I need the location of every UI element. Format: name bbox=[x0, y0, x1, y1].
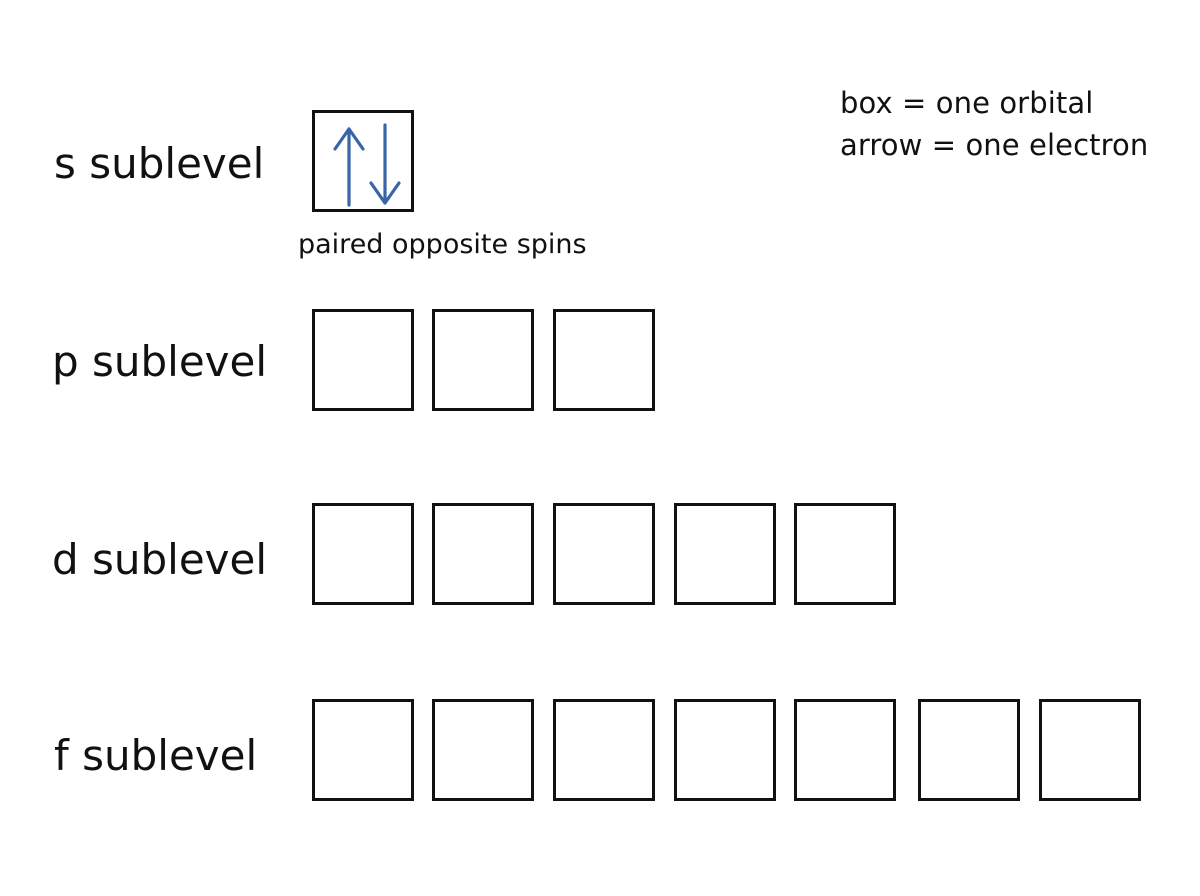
orbital-box bbox=[312, 309, 414, 411]
orbital-box bbox=[1039, 699, 1141, 801]
sublevel-label: p sublevel bbox=[52, 337, 268, 386]
sublevel-label: d sublevel bbox=[52, 535, 268, 584]
orbital-box bbox=[918, 699, 1020, 801]
orbital-box bbox=[553, 309, 655, 411]
spin-down-arrow-icon bbox=[369, 123, 401, 205]
orbital-box bbox=[794, 503, 896, 605]
orbital-box bbox=[432, 699, 534, 801]
orbital-box bbox=[432, 309, 534, 411]
orbital-box bbox=[674, 503, 776, 605]
orbital-box bbox=[674, 699, 776, 801]
orbital-box bbox=[553, 503, 655, 605]
orbital-box bbox=[312, 699, 414, 801]
legend-arrow-line: arrow = one electron bbox=[840, 128, 1149, 162]
electron-pair bbox=[333, 123, 401, 207]
orbital-box bbox=[794, 699, 896, 801]
spin-up-arrow-icon bbox=[333, 127, 365, 207]
sublevel-label: s sublevel bbox=[54, 139, 265, 188]
orbital-box bbox=[553, 699, 655, 801]
orbital-box bbox=[312, 503, 414, 605]
s-caption: paired opposite spins bbox=[298, 229, 587, 260]
orbital-box bbox=[432, 503, 534, 605]
sublevel-label: f sublevel bbox=[54, 731, 258, 780]
legend-box-line: box = one orbital bbox=[840, 86, 1094, 120]
legend: box = one orbital arrow = one electron bbox=[840, 82, 1148, 166]
orbital-box bbox=[312, 110, 414, 212]
